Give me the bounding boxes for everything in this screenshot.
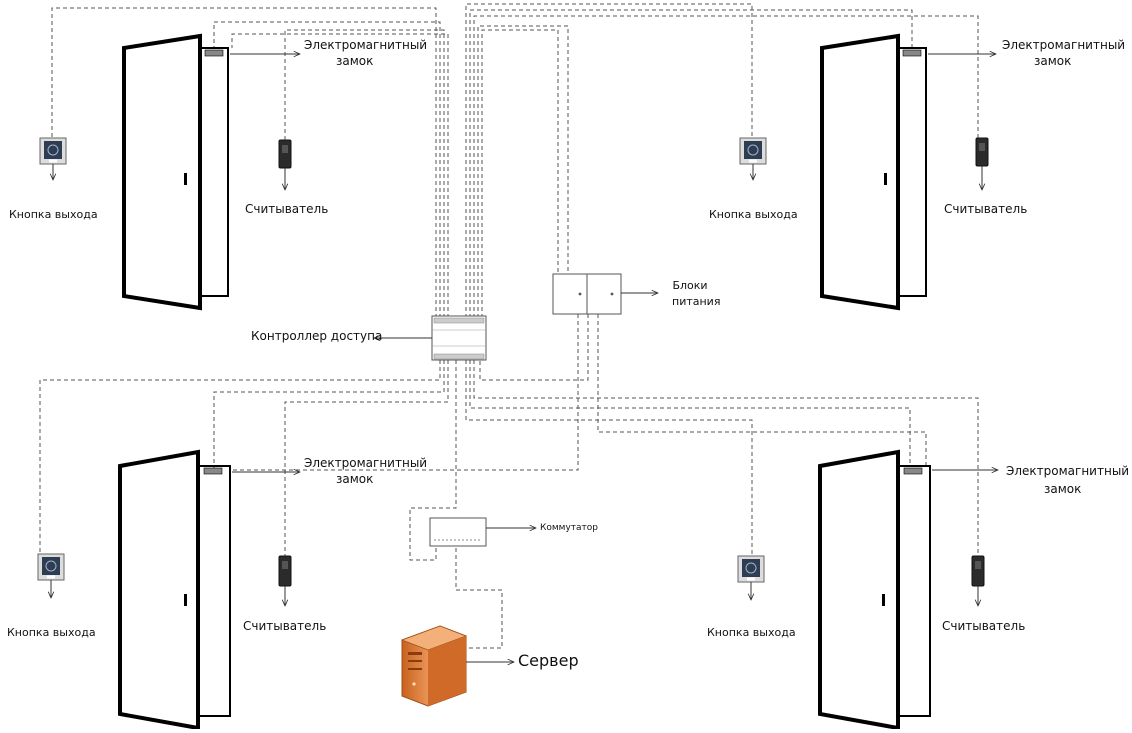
access-controller <box>374 315 487 361</box>
reader-label: Считыватель <box>944 202 1028 216</box>
wire-power-lock-bottom-left <box>232 314 579 471</box>
door-handle <box>184 173 187 185</box>
door-handle <box>884 173 887 185</box>
wire-reader-top-right <box>473 15 979 318</box>
wire-exit-button-bottom-left <box>39 360 441 554</box>
exit-button-top-right <box>739 137 767 180</box>
door-bottom-left <box>118 449 231 731</box>
wire-power-to-controller-b <box>481 29 559 318</box>
reader-label: Считыватель <box>243 619 327 633</box>
wire-lock-top-left <box>213 21 441 318</box>
wire-controller-switch <box>409 360 457 561</box>
lock-label-line2: замок <box>336 54 374 68</box>
lock-label-line2: замок <box>1044 482 1082 496</box>
power-label-line2: питания <box>672 295 721 308</box>
card-reader-bottom-left <box>278 555 292 606</box>
exit-badge <box>49 159 57 163</box>
power-label-line1: Блоки <box>672 279 708 292</box>
wire-exit-button-top-right <box>465 3 753 318</box>
exit-badge <box>747 577 755 581</box>
controller-label: Контроллер доступа <box>251 329 383 343</box>
exit-button-label: Кнопка выхода <box>9 208 98 221</box>
network-switch <box>429 517 536 547</box>
lock-arrows <box>230 54 998 472</box>
wire-reader-bottom-left <box>284 360 449 556</box>
wire-lock-top-right <box>469 9 913 318</box>
door-handle <box>184 594 187 606</box>
wire-switch-server <box>455 548 503 649</box>
wiring <box>39 3 979 649</box>
wire-lock-bottom-left <box>213 360 445 470</box>
lock-label-line2: замок <box>1034 54 1072 68</box>
door-handle <box>882 594 885 606</box>
wire-lock-bottom-right <box>469 360 911 466</box>
lock-label-line1: Электромагнитный <box>1002 38 1126 52</box>
door-bottom-right <box>818 449 931 731</box>
electromagnetic-lock-top-right <box>902 49 922 57</box>
wire-power-to-controller <box>477 25 569 318</box>
door-top-left <box>122 33 229 311</box>
exit-badge <box>749 159 757 163</box>
card-reader-top-left <box>278 139 292 190</box>
electromagnetic-lock-bottom-left <box>203 467 223 475</box>
wire-controller-feed-a <box>231 33 449 318</box>
lock-label-line1: Электромагнитный <box>1006 464 1130 478</box>
exit-button-label: Кнопка выхода <box>7 626 96 639</box>
electromagnetic-lock-top-left <box>204 49 224 57</box>
exit-button-label: Кнопка выхода <box>707 626 796 639</box>
exit-button-label: Кнопка выхода <box>709 208 798 221</box>
lock-label-line1: Электромагнитный <box>304 456 428 470</box>
power-supply-units <box>552 273 658 315</box>
lock-label-line2: замок <box>336 472 374 486</box>
wire-power-lock-bottom-right <box>597 314 927 466</box>
wire-exit-button-bottom-right <box>465 360 753 556</box>
reader-label: Считыватель <box>245 202 329 216</box>
wire-reader-top-left <box>284 29 445 318</box>
card-reader-bottom-right <box>971 555 985 606</box>
server-icon <box>400 625 514 707</box>
wire-reader-bottom-right <box>473 360 979 556</box>
server-label: Сервер <box>518 651 579 670</box>
exit-button-top-left <box>39 137 67 180</box>
lock-label-line1: Электромагнитный <box>304 38 428 52</box>
reader-label: Считыватель <box>942 619 1026 633</box>
card-reader-top-right <box>975 137 989 190</box>
exit-button-bottom-left <box>37 553 65 598</box>
electromagnetic-lock-bottom-right <box>903 467 923 475</box>
switch-label: Коммутатор <box>540 523 599 533</box>
exit-button-bottom-right <box>737 555 765 600</box>
exit-badge <box>47 575 55 579</box>
wire-power-feed-controller <box>479 314 589 381</box>
door-top-right <box>820 33 927 311</box>
wire-exit-button-top-left <box>51 7 437 318</box>
